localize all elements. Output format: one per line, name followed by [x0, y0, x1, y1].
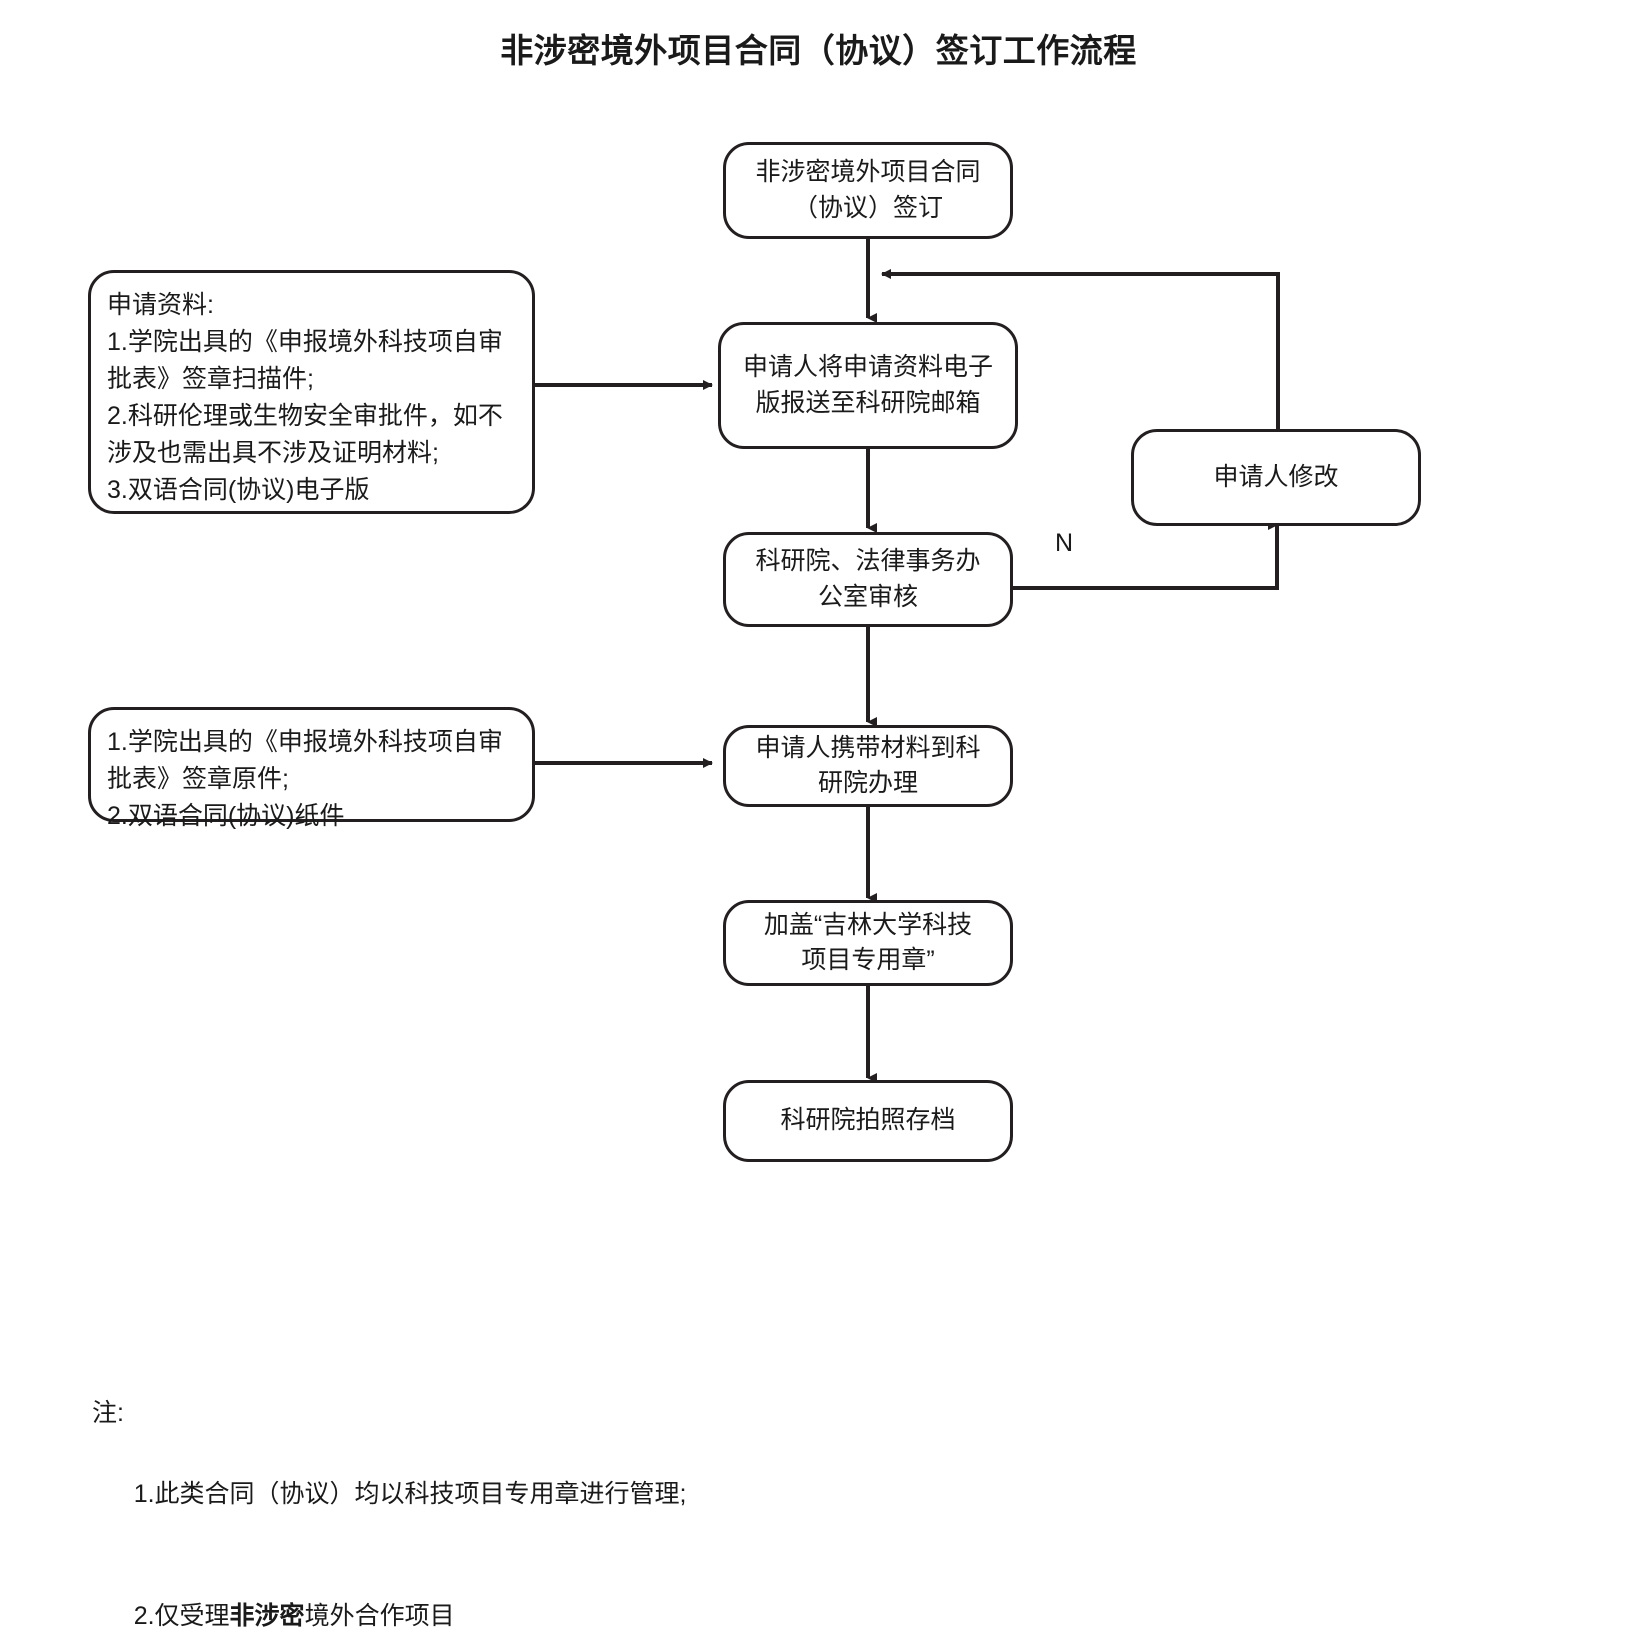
page-title: 非涉密境外项目合同（协议）签订工作流程: [500, 32, 1137, 69]
note-2-prefix: 2.仅受理: [133, 1601, 230, 1629]
info-box-paper-materials: 1.学院出具的《申报境外科技项自审 批表》签章原件; 2.双语合同(协议)纸件: [88, 707, 535, 830]
node-archive-photo[interactable]: 科研院拍照存档: [723, 1080, 1013, 1162]
branch-label-no: N: [1055, 529, 1074, 557]
note-item-1: 1.此类合同（协议）均以科技项目专用章进行管理;: [92, 1434, 1192, 1556]
node-applicant-revise[interactable]: 申请人修改: [1131, 429, 1421, 526]
note-item-2: 2.仅受理非涉密境外合作项目: [92, 1555, 1192, 1629]
info-box-electronic-materials: 申请资料: 1.学院出具的《申报境外科技项自审 批表》签章扫描件; 2.科研伦理…: [88, 270, 535, 514]
node-submit-materials[interactable]: 申请人将申请资料电子 版报送至科研院邮箱: [718, 322, 1018, 449]
node-bring-materials[interactable]: 申请人携带材料到科 研院办理: [723, 725, 1013, 807]
node-review[interactable]: 科研院、法律事务办 公室审核: [723, 532, 1013, 627]
wire-review-no-to-revise: [1012, 520, 1279, 590]
note-2-suffix: 境外合作项目: [304, 1601, 455, 1629]
node-apply-stamp[interactable]: 加盖“吉林大学科技 项目专用章”: [723, 900, 1013, 986]
node-start[interactable]: 非涉密境外项目合同 （协议）签订: [723, 142, 1013, 239]
note-1-text: 1.此类合同（协议）均以科技项目专用章进行管理;: [133, 1480, 687, 1508]
note-2-bold: 非涉密: [229, 1601, 305, 1629]
notes-heading: 注:: [92, 1399, 124, 1427]
notes-section: 注: 1.此类合同（协议）均以科技项目专用章进行管理; 2.仅受理非涉密境外合作…: [92, 1393, 1192, 1629]
